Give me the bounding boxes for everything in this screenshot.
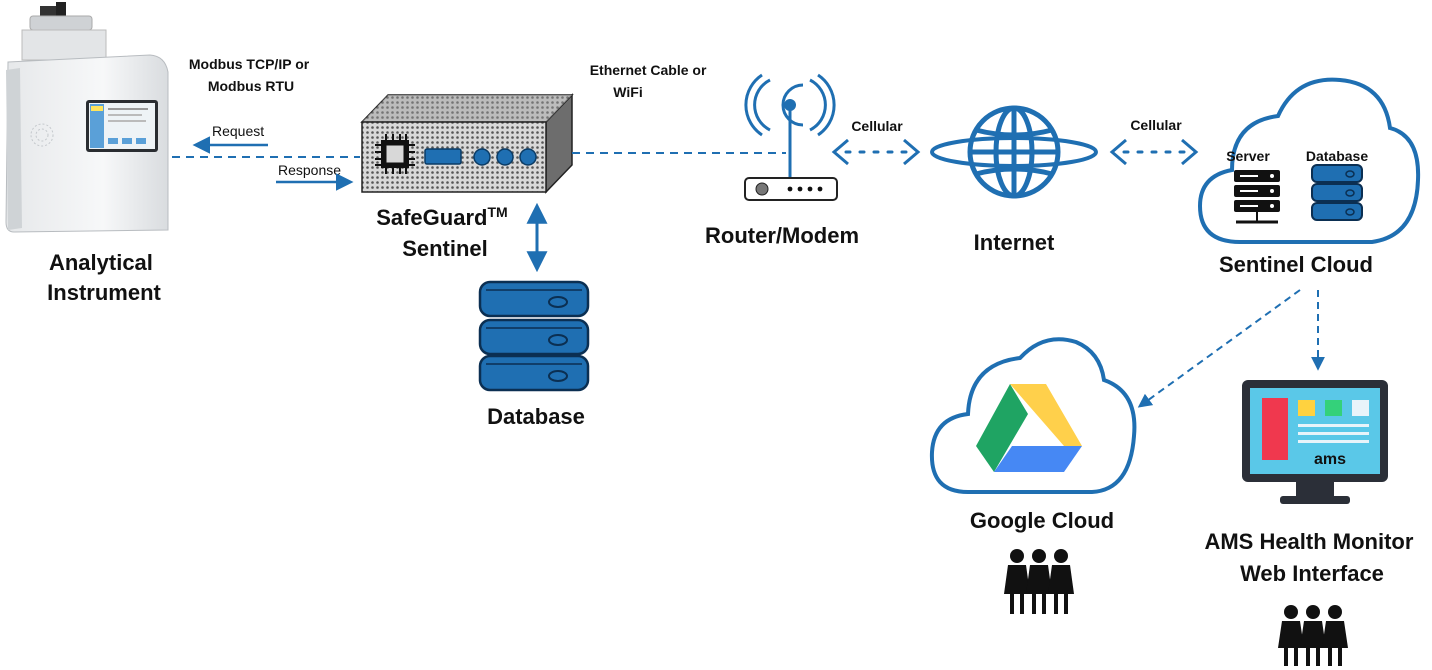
sentinel-cloud-icon: Server Database	[1197, 77, 1421, 244]
ethernet-label: Ethernet Cable or WiFi	[590, 62, 711, 100]
sentinel-label-line1: SafeGuardTM	[376, 204, 507, 230]
port-icon	[424, 148, 462, 165]
sentinel-label-name: SafeGuard	[376, 205, 487, 230]
led-icon	[519, 148, 537, 166]
instrument-label: Analytical Instrument	[47, 250, 161, 305]
modbus-label-line2: Modbus RTU	[208, 78, 294, 94]
request-label: Request	[212, 123, 264, 139]
sentinel-label: SafeGuardTM Sentinel	[376, 197, 514, 261]
cloud-database-label: Database	[1306, 148, 1368, 164]
google-cloud-label: Google Cloud	[970, 508, 1114, 533]
sentinel-cloud-label: Sentinel Cloud	[1219, 252, 1373, 277]
ams-label-line1: AMS Health Monitor	[1204, 529, 1413, 554]
cloud-server-label: Server	[1226, 148, 1270, 164]
ams-screen-text: ams	[1314, 451, 1346, 468]
router-icon	[744, 73, 838, 201]
ethernet-label-line1: Ethernet Cable or	[590, 62, 707, 78]
database-label: Database	[487, 404, 585, 429]
cellular-label-2: Cellular	[1130, 117, 1182, 133]
cellular-link-1	[831, 138, 921, 166]
users-icon	[1004, 549, 1074, 614]
instrument-label-line2: Instrument	[47, 280, 161, 305]
globe-icon	[930, 105, 1098, 199]
internet-label: Internet	[974, 230, 1055, 255]
ams-label-line2: Web Interface	[1240, 561, 1384, 586]
ams-label: AMS Health Monitor Web Interface	[1204, 529, 1419, 586]
modbus-label: Modbus TCP/IP or Modbus RTU	[189, 56, 313, 94]
cloud-google-link	[1137, 289, 1301, 408]
server-icon	[1234, 170, 1280, 224]
sentinel-device-icon	[360, 93, 574, 194]
response-label: Response	[278, 162, 341, 178]
analytical-instrument-icon	[5, 2, 169, 233]
modbus-label-line1: Modbus TCP/IP or	[189, 56, 310, 72]
cloud-database-icon	[1311, 164, 1363, 221]
chip-icon	[375, 134, 415, 174]
google-cloud-icon	[929, 337, 1137, 494]
instrument-label-line1: Analytical	[49, 250, 153, 275]
led-icon	[496, 148, 514, 166]
database-icon	[478, 280, 590, 392]
users-icon	[1278, 605, 1348, 666]
google-drive-icon	[976, 384, 1082, 472]
cellular-label-1: Cellular	[851, 118, 903, 134]
led-icon	[473, 148, 491, 166]
cellular-link-2	[1109, 138, 1199, 166]
ethernet-label-line2: WiFi	[613, 84, 642, 100]
router-label: Router/Modem	[705, 223, 859, 248]
sentinel-label-tm: TM	[487, 204, 507, 220]
sentinel-label-line2: Sentinel	[402, 236, 488, 261]
ams-monitor-icon: ams	[1242, 380, 1388, 504]
